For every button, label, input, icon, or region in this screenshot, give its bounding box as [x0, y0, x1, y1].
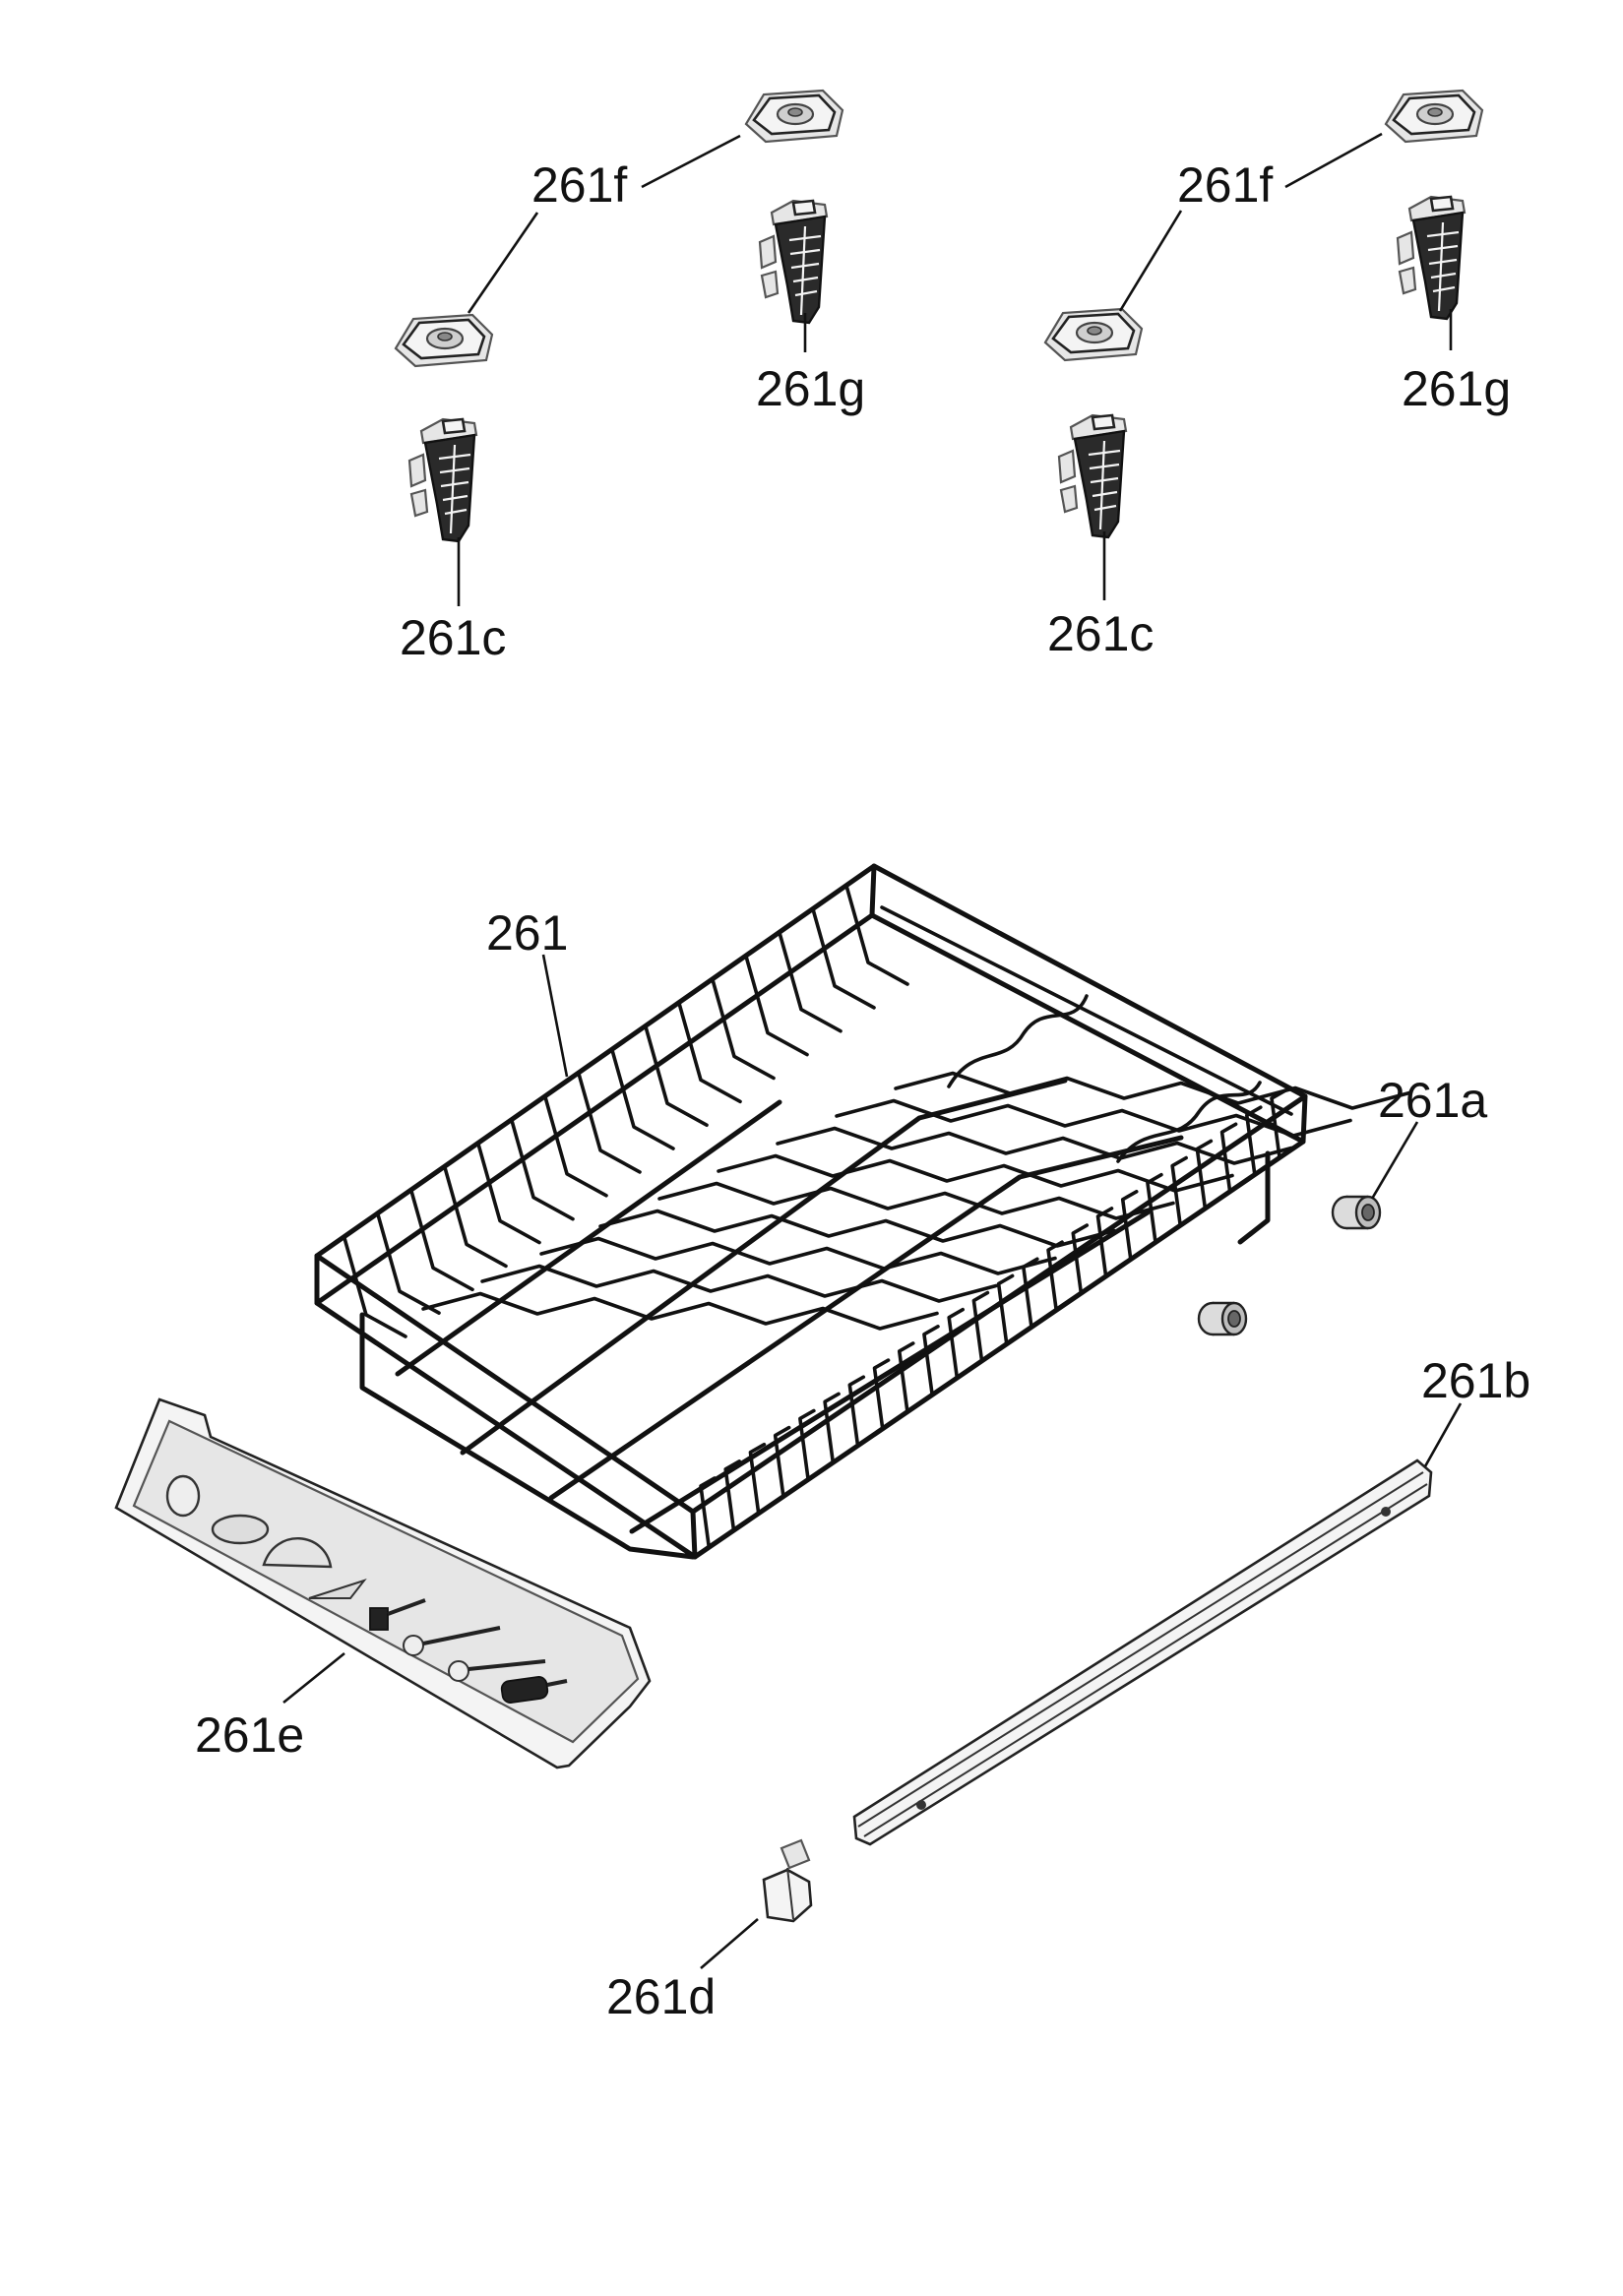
basket-tine-back: [778, 930, 843, 1033]
basket-tine-front: [1120, 1189, 1139, 1261]
clip-top-left-upper: [744, 89, 844, 144]
basket-tine-back: [711, 977, 776, 1081]
label-261d: 261d: [606, 1969, 716, 2024]
basket-tine-front: [748, 1442, 767, 1514]
basket-tine-back: [844, 884, 909, 986]
basket-tine-back: [376, 1212, 441, 1315]
basket-divider: [776, 1126, 1293, 1165]
basket-tine-front: [847, 1375, 866, 1447]
basket-tine-back: [409, 1189, 474, 1292]
basket-tine-back: [677, 1001, 742, 1104]
basket-tine-back: [744, 954, 809, 1057]
leader-261: [541, 954, 569, 1078]
whisk-icon: [500, 1676, 549, 1704]
basket-tine-front: [1219, 1122, 1238, 1194]
basket-divider: [657, 1181, 1175, 1220]
bowl-icon: [262, 1537, 333, 1569]
leader-261d: [700, 1918, 759, 1969]
leader-261f-left-b: [467, 212, 539, 314]
basket-tine-front: [1022, 1257, 1039, 1329]
basket-tine-back: [610, 1048, 675, 1150]
label-261g-right: 261g: [1402, 361, 1511, 416]
basket-divider: [894, 1071, 1411, 1110]
basket-tine-front: [971, 1290, 990, 1362]
basket-tine-front: [1270, 1088, 1287, 1159]
basket-tine-back: [476, 1142, 541, 1245]
holder-top-left-upper: [758, 199, 829, 325]
rail-stopper: [762, 1838, 813, 1923]
holder-top-right-upper: [1396, 195, 1467, 321]
basket-tine-front: [723, 1459, 742, 1530]
basket-tine-back: [644, 1024, 709, 1127]
leader-261a: [1370, 1121, 1419, 1200]
basket-tine-back: [343, 1236, 407, 1338]
label-261b: 261b: [1421, 1353, 1530, 1408]
basket-tine-front: [996, 1273, 1015, 1345]
leader-261f-right-a: [1284, 132, 1383, 189]
basket-tine-back: [543, 1095, 608, 1198]
basket-tines: [343, 884, 1411, 1547]
clip-top-right-lower: [1043, 307, 1144, 362]
basket-frame: [314, 863, 1308, 1560]
wire-basket: [314, 863, 1411, 1560]
basket-handle: [114, 1397, 652, 1769]
slide-rail: [852, 1458, 1433, 1846]
basket-tine-front: [947, 1307, 965, 1379]
basket-tine-front: [1095, 1207, 1114, 1277]
basket-tine-front: [1071, 1223, 1090, 1294]
leader-261b: [1423, 1402, 1463, 1467]
wheel-lower: [1197, 1301, 1248, 1336]
cup-icon: [165, 1474, 201, 1518]
label-261f-right: 261f: [1177, 157, 1273, 213]
basket-tine-front: [1244, 1105, 1263, 1176]
clip-top-left-lower: [394, 313, 494, 368]
basket-tine-front: [773, 1425, 791, 1497]
basket-divider: [480, 1264, 998, 1303]
basket-tine-back: [811, 907, 876, 1010]
basket-tine-front: [1170, 1155, 1188, 1227]
basket-tine-front: [897, 1341, 915, 1412]
leader-261f-right-b: [1118, 210, 1183, 312]
label-261c-left: 261c: [400, 610, 506, 665]
ladle-icon: [448, 1660, 469, 1682]
clip-top-right-upper: [1384, 89, 1484, 144]
basket-divider: [835, 1098, 1352, 1138]
basket-tine-back: [510, 1118, 575, 1221]
knife-icon: [308, 1579, 367, 1599]
label-261c-right: 261c: [1047, 606, 1154, 661]
leader-261e: [282, 1651, 345, 1705]
leader-261f-left-a: [641, 134, 741, 189]
basket-tine-back: [443, 1165, 508, 1269]
label-261g-left: 261g: [756, 361, 865, 416]
label-261: 261: [486, 905, 568, 961]
basket-tine-front: [922, 1325, 940, 1396]
basket-tine-back: [577, 1072, 642, 1174]
holder-top-right-lower: [1057, 413, 1128, 539]
basket-divider: [717, 1153, 1234, 1193]
basket-tine-front: [872, 1358, 891, 1429]
label-261f-left: 261f: [531, 157, 627, 213]
basket-divider: [539, 1236, 1057, 1275]
label-261e: 261e: [195, 1707, 304, 1763]
basket-divider: [421, 1291, 939, 1331]
label-261a: 261a: [1378, 1073, 1487, 1128]
spoon-icon: [403, 1635, 424, 1656]
basket-tine-front: [798, 1408, 816, 1480]
basket-inner-rails: [395, 994, 1262, 1534]
basket-tine-front: [1046, 1240, 1064, 1311]
saucer-icon: [211, 1514, 270, 1545]
wheel-upper: [1331, 1195, 1382, 1230]
holder-top-left-lower: [407, 417, 478, 543]
spatula-icon: [369, 1607, 389, 1631]
basket-divider: [598, 1209, 1116, 1248]
basket-tine-front: [823, 1392, 841, 1463]
